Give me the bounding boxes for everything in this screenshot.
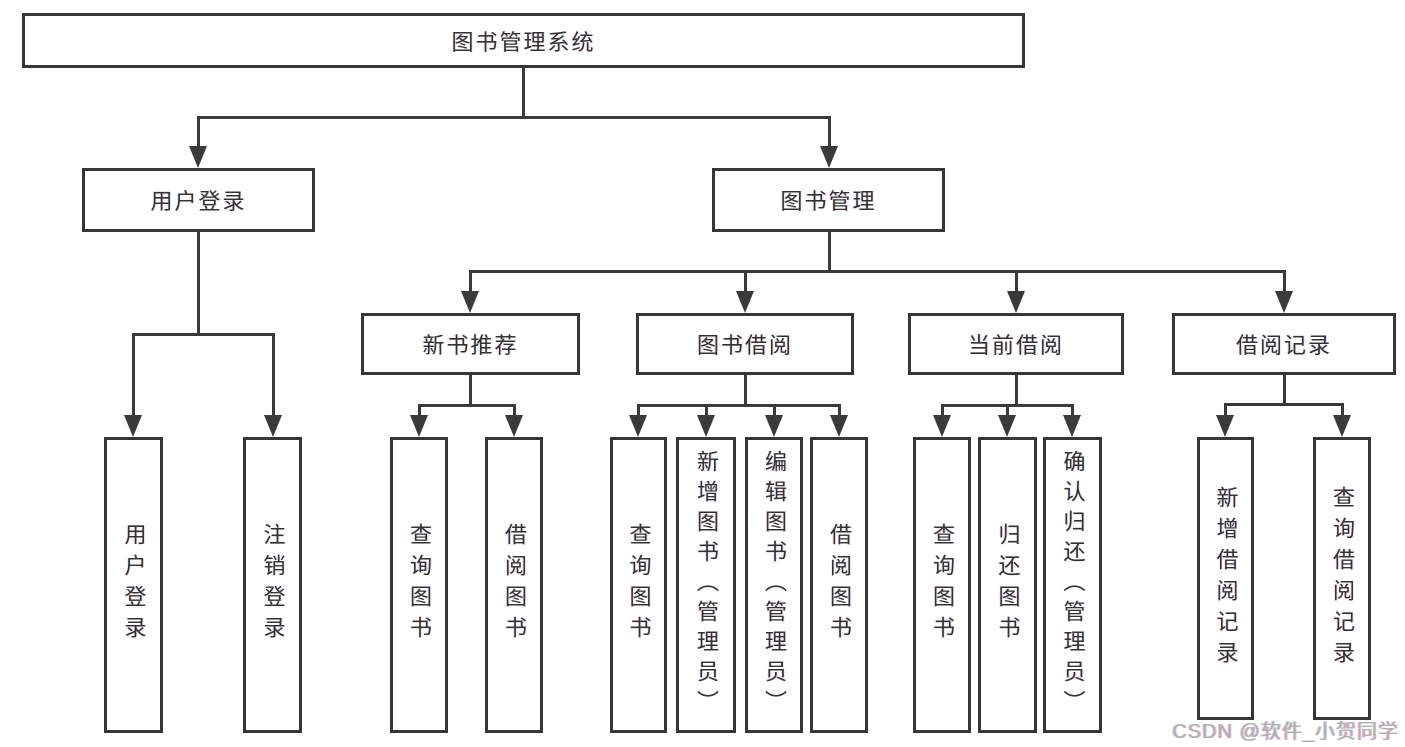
connector-line: [828, 232, 831, 272]
node-book-borrow-label: 图书借阅: [696, 333, 793, 358]
connector-line: [705, 404, 708, 418]
node-new-book-recommend-label: 新书推荐: [422, 333, 519, 358]
leaf-user-login-label: 用户登录: [121, 523, 147, 647]
connector-line: [1006, 404, 1009, 418]
arrow-down-icon: [1007, 291, 1025, 313]
connector-line: [418, 404, 515, 407]
leaf-query-current-borrow: 查询图书: [913, 437, 971, 733]
arrow-down-icon: [1275, 291, 1293, 313]
node-user-login-label: 用户登录: [150, 189, 247, 214]
arrow-down-icon: [820, 146, 838, 168]
connector-line: [637, 404, 839, 407]
connector-line: [773, 404, 776, 418]
connector-line: [1015, 375, 1018, 407]
node-root-label: 图书管理系统: [451, 29, 596, 55]
leaf-add-book-admin: 新增图书（管理员）: [676, 437, 736, 733]
connector-line: [522, 68, 525, 118]
connector-line: [1015, 270, 1018, 295]
connector-line: [838, 404, 841, 418]
connector-line: [1283, 270, 1286, 295]
arrow-down-icon: [830, 415, 848, 437]
connector-line: [197, 116, 200, 150]
node-book-management-label: 图书管理: [780, 189, 877, 214]
arrow-down-icon: [124, 415, 142, 437]
leaf-query-book: 查询图书: [610, 437, 667, 733]
connector-line: [418, 404, 421, 418]
leaf-query-borrow-record-label: 查询借阅记录: [1330, 485, 1355, 672]
arrow-down-icon: [697, 415, 715, 437]
leaf-borrow-book-recommend-label: 借阅图书: [502, 523, 527, 647]
leaf-return-book: 归还图书: [978, 437, 1037, 733]
arrow-down-icon: [505, 415, 523, 437]
node-book-management: 图书管理: [712, 168, 945, 232]
connector-line: [1283, 375, 1286, 406]
node-user-login: 用户登录: [82, 168, 315, 232]
leaf-edit-book-admin-label: 编辑图书（管理员）: [762, 450, 787, 720]
leaf-query-book-label: 查询图书: [626, 523, 652, 647]
connector-line: [469, 270, 472, 295]
leaf-query-current-borrow-label: 查询图书: [930, 523, 955, 647]
arrow-down-icon: [189, 146, 207, 168]
node-borrow-record: 借阅记录: [1172, 313, 1396, 375]
leaf-confirm-return-admin-label: 确认归还（管理员）: [1060, 450, 1086, 720]
connector-line: [272, 333, 275, 419]
connector-line: [744, 270, 747, 295]
arrow-down-icon: [461, 291, 479, 313]
connector-line: [197, 116, 831, 119]
connector-line: [941, 404, 944, 418]
connector-line: [1071, 404, 1074, 418]
connector-line: [469, 270, 1286, 273]
leaf-borrow-book-label: 借阅图书: [827, 523, 852, 647]
leaf-logout-label: 注销登录: [260, 523, 286, 647]
arrow-down-icon: [1216, 415, 1234, 437]
connector-line: [828, 116, 831, 150]
leaf-add-borrow-record-label: 新增借阅记录: [1213, 485, 1239, 672]
leaf-query-book-recommend-label: 查询图书: [407, 523, 432, 647]
leaf-query-borrow-record: 查询借阅记录: [1313, 437, 1371, 720]
arrow-down-icon: [264, 415, 282, 437]
leaf-return-book-label: 归还图书: [995, 523, 1021, 647]
leaf-add-borrow-record: 新增借阅记录: [1197, 437, 1254, 720]
connector-line: [469, 375, 472, 407]
arrow-down-icon: [998, 415, 1016, 437]
leaf-borrow-book-recommend: 借阅图书: [485, 437, 543, 733]
node-borrow-record-label: 借阅记录: [1235, 333, 1332, 358]
arrow-down-icon: [629, 415, 647, 437]
arrow-down-icon: [933, 415, 951, 437]
connector-line: [1224, 403, 1343, 406]
leaf-query-book-recommend: 查询图书: [390, 437, 448, 733]
node-new-book-recommend: 新书推荐: [361, 313, 580, 375]
arrow-down-icon: [1063, 415, 1081, 437]
connector-line: [637, 404, 640, 418]
leaf-logout: 注销登录: [243, 437, 302, 733]
leaf-confirm-return-admin: 确认归还（管理员）: [1043, 437, 1102, 733]
arrow-down-icon: [410, 415, 428, 437]
arrow-down-icon: [765, 415, 783, 437]
connector-line: [513, 404, 516, 418]
leaf-add-book-admin-label: 新增图书（管理员）: [694, 450, 719, 720]
connector-line: [1224, 403, 1227, 418]
node-book-borrow: 图书借阅: [636, 313, 854, 375]
node-current-borrow-label: 当前借阅: [967, 333, 1064, 358]
leaf-user-login: 用户登录: [104, 437, 163, 733]
leaf-edit-book-admin: 编辑图书（管理员）: [745, 437, 803, 733]
connector-line: [744, 375, 747, 407]
node-current-borrow: 当前借阅: [908, 313, 1124, 375]
csdn-watermark: CSDN @软件_小贺同学: [1172, 721, 1399, 743]
node-root: 图书管理系统: [22, 13, 1025, 68]
connector-line: [132, 333, 275, 336]
arrow-down-icon: [1333, 415, 1351, 437]
leaf-borrow-book: 借阅图书: [810, 437, 868, 733]
arrow-down-icon: [736, 291, 754, 313]
connector-line: [1341, 403, 1344, 418]
connector-line: [132, 333, 135, 419]
connector-line: [197, 232, 200, 336]
